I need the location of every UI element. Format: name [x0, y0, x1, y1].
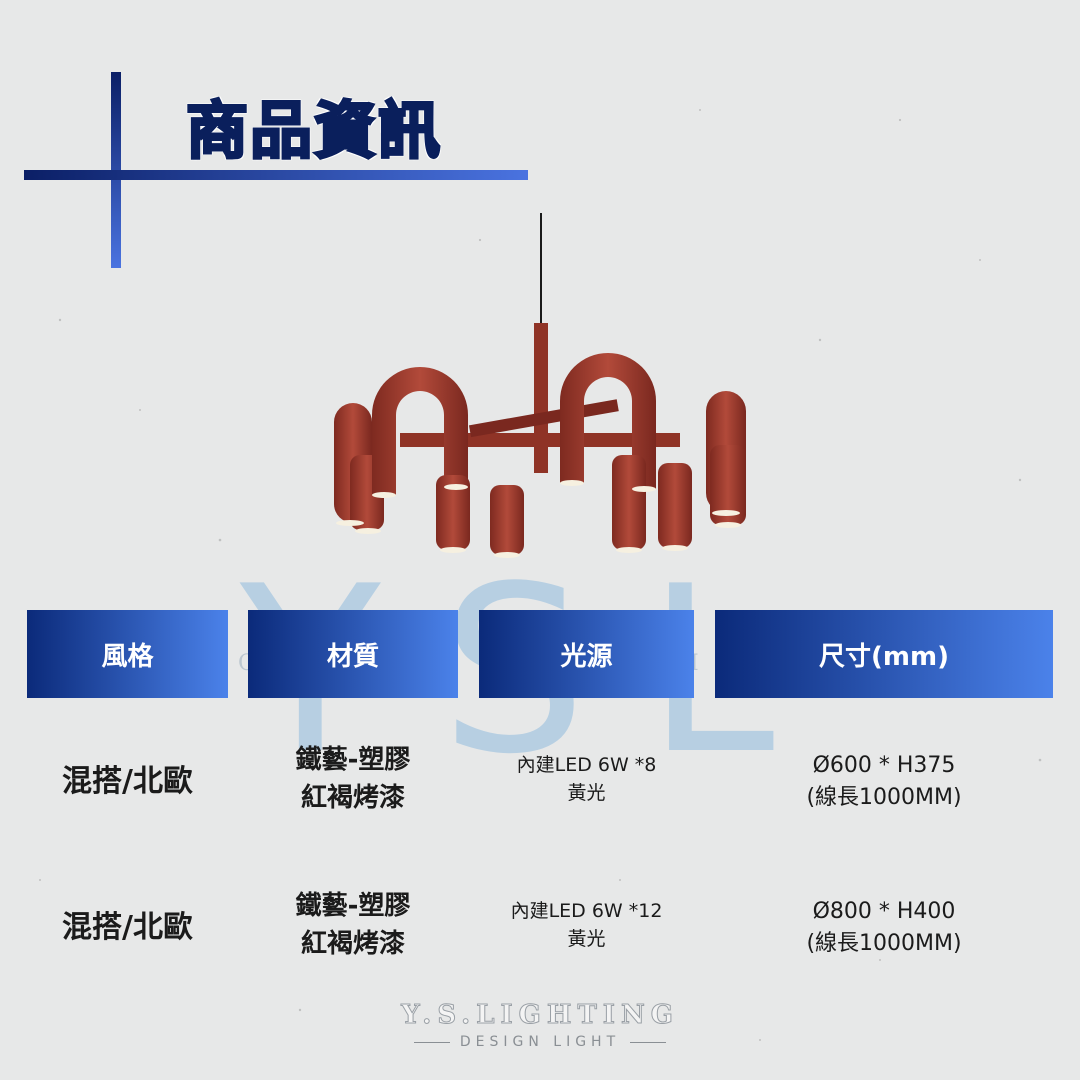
row1-light: 內建LED 6W *8 黃光: [479, 752, 694, 807]
row2-size-line1: Ø800 * H400: [812, 899, 956, 924]
row2-material-line1: 鐵藝-塑膠: [295, 891, 411, 921]
tagline-text: DESIGN LIGHT: [459, 1034, 621, 1050]
decor-horizontal-bar: [24, 170, 528, 180]
row2-material-line2: 紅褐烤漆: [300, 928, 405, 959]
row1-size: Ø600 * H375 (線長1000MM): [715, 750, 1053, 814]
tagline-rule-right: [630, 1041, 667, 1043]
brand-tagline: DESIGN LIGHT: [340, 1034, 740, 1050]
row1-size-line1: Ø600 * H375: [812, 753, 956, 778]
header-material: 材質: [248, 610, 458, 698]
pendant-lamp-image: [334, 213, 746, 558]
header-light-source: 光源: [479, 610, 694, 698]
row1-style: 混搭/北歐: [62, 764, 193, 799]
row2-material: 鐵藝-塑膠 紅褐烤漆: [248, 888, 458, 963]
row2-light-line1: 內建LED 6W *12: [510, 900, 663, 922]
row1-size-line2: (線長1000MM): [806, 784, 962, 810]
tagline-rule-left: [413, 1041, 450, 1043]
row2-size-line2: (線長1000MM): [806, 930, 962, 956]
watermark-small-right: I: [690, 651, 699, 676]
row2-light: 內建LED 6W *12 黃光: [479, 898, 694, 953]
row1-material: 鐵藝-塑膠 紅褐烤漆: [248, 742, 458, 817]
header-size: 尺寸(mm): [715, 610, 1053, 698]
row1-light-line1: 內建LED 6W *8: [516, 754, 657, 776]
row2-light-line2: 黃光: [567, 927, 606, 950]
row1-light-line2: 黃光: [567, 781, 606, 804]
header-style: 風格: [27, 610, 228, 698]
brand-footer: Y.S.LIGHTING DESIGN LIGHT: [340, 1000, 740, 1051]
page-title: 商品資訊: [184, 93, 443, 169]
row2-size: Ø800 * H400 (線長1000MM): [715, 896, 1053, 960]
row1-material-line2: 紅褐烤漆: [300, 782, 405, 813]
brand-name: Y.S.LIGHTING: [401, 1000, 679, 1031]
row1-material-line1: 鐵藝-塑膠: [295, 745, 411, 775]
row2-style: 混搭/北歐: [62, 910, 193, 945]
